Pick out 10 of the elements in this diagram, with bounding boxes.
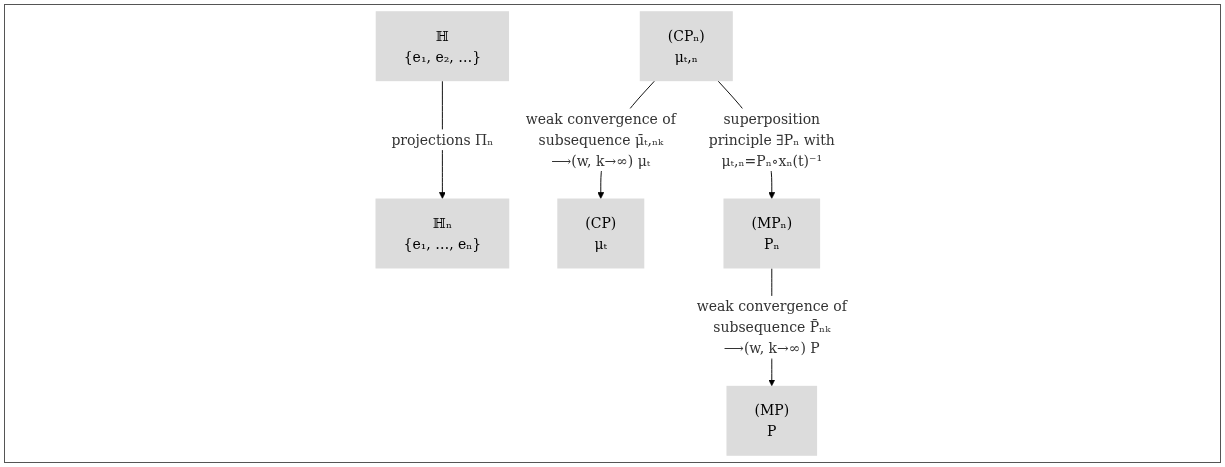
- edge-label: weak convergence of subsequence P̄ₙₖ ⟶(w, k→∞) P: [696, 298, 847, 357]
- edge-label: weak convergence of subsequence μ̄ₜ,ₙₖ ⟶(w, k→∞) μₜ: [525, 110, 676, 169]
- node-box: (MP) P: [726, 385, 818, 456]
- node-box: ℍₙ {e₁, …, eₙ}: [375, 198, 510, 269]
- edge-label: projections Πₙ: [391, 131, 494, 149]
- node-box: (CPₙ) μₜ,ₙ: [639, 11, 733, 82]
- node-box: (CP) μₜ: [557, 198, 645, 269]
- node-box: (MPₙ) Pₙ: [723, 198, 821, 269]
- node-box: ℍ {e₁, e₂, …}: [375, 11, 510, 82]
- edge-label: superposition principle ∃Pₙ with μₜ,ₙ=Pₙ∘xₙ(t)⁻¹: [708, 110, 835, 169]
